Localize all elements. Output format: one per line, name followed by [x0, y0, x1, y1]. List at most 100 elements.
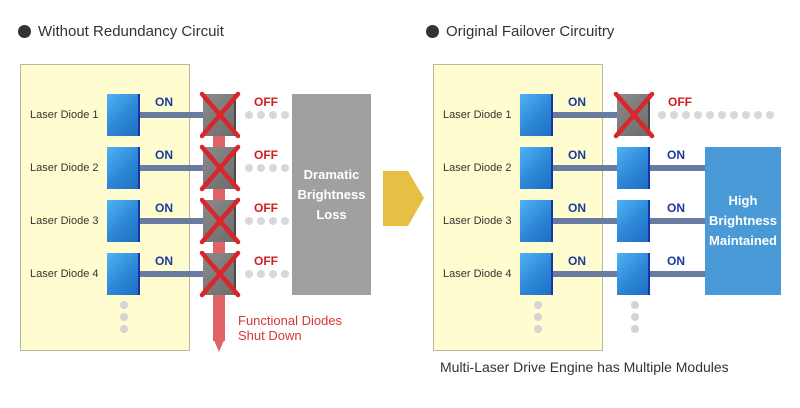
signal-dot — [742, 111, 750, 119]
signal-dot — [269, 270, 277, 278]
laser-diode-label: Laser Diode 1 — [443, 109, 512, 121]
maintained-line-1: High — [728, 193, 758, 208]
on-status-label: ON — [568, 201, 586, 215]
right-laser-module-panel — [433, 64, 603, 351]
signal-dot — [257, 111, 265, 119]
left-title-text: Without Redundancy Circuit — [38, 23, 224, 40]
loss-line-3: Loss — [316, 206, 347, 222]
connection-wire — [650, 218, 706, 224]
connection-wire — [140, 271, 206, 277]
on-status-label: ON — [155, 95, 173, 109]
left-laser-module-panel — [20, 64, 190, 351]
shutdown-caption-line-2: Shut Down — [238, 328, 302, 343]
maintained-line-3: Maintained — [709, 233, 777, 248]
laser-diode — [520, 253, 553, 295]
laser-diode — [520, 147, 553, 189]
connection-wire — [650, 271, 706, 277]
signal-dot — [257, 217, 265, 225]
signal-dot — [670, 111, 678, 119]
signal-dot — [245, 270, 253, 278]
signal-dot — [281, 164, 289, 172]
more-diodes-indicator — [120, 301, 128, 333]
brightness-maintained-box: High Brightness Maintained — [705, 147, 781, 295]
laser-diode — [107, 147, 140, 189]
on-status-label: ON — [568, 148, 586, 162]
laser-diode-label: Laser Diode 2 — [443, 162, 512, 174]
signal-dot — [766, 111, 774, 119]
off-status-label: OFF — [254, 201, 278, 215]
laser-diode — [107, 200, 140, 242]
more-backup-modules-indicator — [631, 301, 639, 333]
signal-dot — [682, 111, 690, 119]
laser-diode-label: Laser Diode 4 — [30, 268, 99, 280]
signal-dot — [706, 111, 714, 119]
laser-diode — [107, 94, 140, 136]
inactive-signal-dots — [245, 217, 289, 225]
off-status-label: OFF — [254, 148, 278, 162]
loss-line-2: Brightness — [297, 186, 366, 202]
signal-dot — [281, 111, 289, 119]
signal-dot — [269, 111, 277, 119]
right-title-text: Original Failover Circuitry — [446, 23, 615, 40]
right-section-title: Original Failover Circuitry — [426, 23, 614, 40]
maintained-line-2: Brightness — [709, 213, 777, 228]
connection-wire — [650, 165, 706, 171]
bullet-icon — [18, 25, 31, 38]
laser-diode-label: Laser Diode 3 — [443, 215, 512, 227]
signal-dot — [245, 164, 253, 172]
signal-dot — [694, 111, 702, 119]
signal-dot — [754, 111, 762, 119]
signal-dot — [245, 217, 253, 225]
off-status-label: OFF — [254, 95, 278, 109]
signal-dot — [281, 217, 289, 225]
shutdown-caption: Functional Diodes Shut Down — [238, 313, 342, 343]
signal-dot — [269, 164, 277, 172]
connection-wire — [140, 165, 206, 171]
failed-switch — [199, 250, 241, 298]
connection-wire — [553, 112, 619, 118]
signal-dot — [730, 111, 738, 119]
failed-switch — [199, 197, 241, 245]
shutdown-caption-line-1: Functional Diodes — [238, 313, 343, 328]
bullet-icon — [426, 25, 439, 38]
laser-diode — [520, 200, 553, 242]
laser-diode-label: Laser Diode 1 — [30, 109, 99, 121]
left-section-title: Without Redundancy Circuit — [18, 23, 224, 40]
on-status-label: ON — [568, 95, 586, 109]
failed-switch — [199, 91, 241, 139]
inactive-signal-dots — [658, 111, 774, 119]
on-status-label: ON — [155, 254, 173, 268]
laser-diode-label: Laser Diode 4 — [443, 268, 512, 280]
connection-wire — [553, 218, 619, 224]
laser-diode-label: Laser Diode 2 — [30, 162, 99, 174]
signal-dot — [718, 111, 726, 119]
connection-wire — [553, 271, 619, 277]
inactive-signal-dots — [245, 111, 289, 119]
bottom-caption: Multi-Laser Drive Engine has Multiple Mo… — [440, 359, 729, 375]
backup-module — [617, 253, 650, 295]
signal-dot — [257, 270, 265, 278]
signal-dot — [281, 270, 289, 278]
on-status-label: ON — [667, 148, 685, 162]
more-diodes-indicator — [534, 301, 542, 333]
inactive-signal-dots — [245, 164, 289, 172]
signal-dot — [269, 217, 277, 225]
laser-diode — [520, 94, 553, 136]
failed-switch — [199, 144, 241, 192]
off-status-label: OFF — [668, 95, 692, 109]
backup-module — [617, 200, 650, 242]
connection-wire — [140, 218, 206, 224]
on-status-label: ON — [667, 201, 685, 215]
laser-diode — [107, 253, 140, 295]
off-status-label: OFF — [254, 254, 278, 268]
on-status-label: ON — [568, 254, 586, 268]
chevron-right-arrow-icon — [383, 171, 424, 226]
shutdown-arrow-icon — [213, 338, 225, 352]
signal-dot — [658, 111, 666, 119]
connection-wire — [140, 112, 206, 118]
inactive-signal-dots — [245, 270, 289, 278]
loss-line-1: Dramatic — [303, 166, 360, 182]
backup-module — [617, 147, 650, 189]
on-status-label: ON — [155, 148, 173, 162]
signal-dot — [245, 111, 253, 119]
